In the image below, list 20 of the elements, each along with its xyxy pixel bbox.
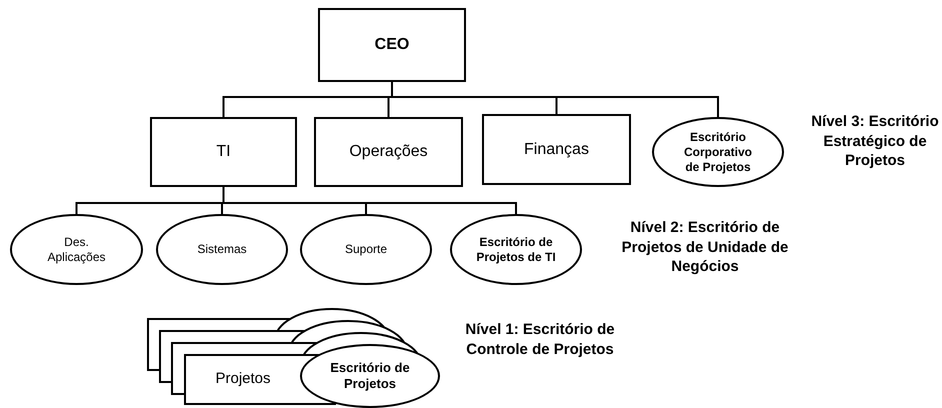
unit-box <box>482 114 631 185</box>
node-label: Escritório de Projetos <box>329 360 411 392</box>
node-label: Finanças <box>524 140 589 160</box>
node-label: Suporte <box>344 242 388 257</box>
node-label: TI <box>216 142 231 162</box>
level-note: Nível 2: Escritório de Projetos de Unidade de Negócios <box>620 218 790 276</box>
node-label: Operações <box>349 142 428 162</box>
node-label: Sistemas <box>197 242 247 257</box>
node-label: CEO <box>374 35 410 55</box>
node-label: Escritório Corporativo de Projetos <box>682 130 753 174</box>
unit-box <box>150 117 297 187</box>
connector-line <box>222 187 517 214</box>
connector-line <box>391 82 719 117</box>
level-note: Nível 1: Escritório de Controle de Projetos <box>464 320 616 359</box>
unit-box <box>318 8 466 82</box>
unit-box <box>314 117 463 187</box>
node-label: Projetos <box>215 370 271 389</box>
node-label: Escritório de Projetos de TI <box>476 234 556 264</box>
level-note: Nível 3: Escritório Estratégico de Projetos <box>810 112 940 170</box>
node-label: Des. Aplicações <box>46 234 107 264</box>
